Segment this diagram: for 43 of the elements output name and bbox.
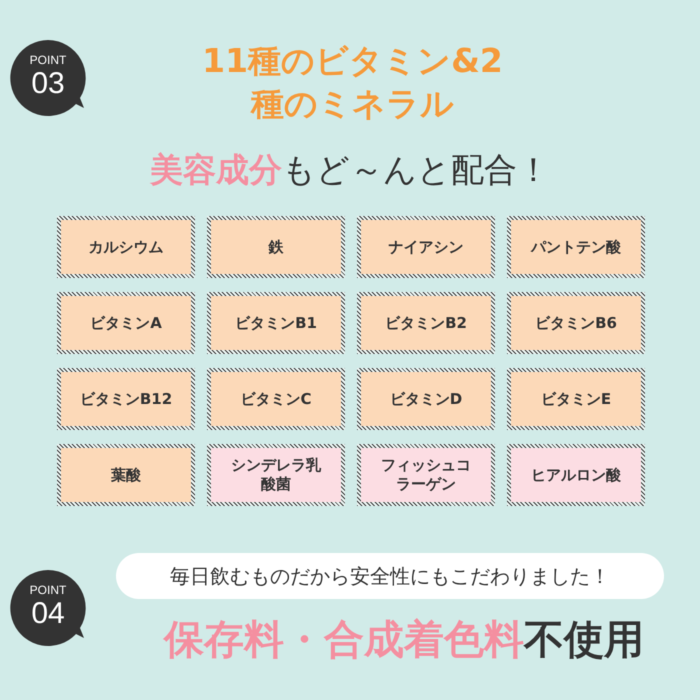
- ingredient-name: ビタミンB12: [80, 390, 172, 408]
- ingredient-box: [207, 292, 345, 354]
- ingredient-box: [357, 368, 495, 430]
- ingredient-name: ビタミンD: [390, 390, 462, 408]
- ingredient-box: [507, 368, 645, 430]
- ingredient-box: [507, 216, 645, 278]
- badge-caption: POINT: [28, 53, 68, 67]
- ingredient-name: ナイアシン: [388, 238, 464, 256]
- headline: 保存料・合成着色料不使用: [162, 616, 645, 665]
- ingredient-box: [507, 292, 645, 354]
- message-pill: [116, 553, 664, 599]
- badge-number: 04: [30, 597, 66, 631]
- ingredient-box: [357, 444, 495, 506]
- ingredient-name: 鉄: [268, 238, 284, 256]
- ingredient-box: [507, 444, 645, 506]
- ingredient-box: [57, 368, 195, 430]
- message-text: 毎日飲むものだから安全性にもこだわりました！: [170, 562, 610, 590]
- ingredient-name: ビタミンE: [540, 390, 612, 408]
- ingredient-box: [207, 368, 345, 430]
- ingredient-box: [57, 216, 195, 278]
- ingredient-name: ビタミンB1: [235, 314, 317, 332]
- ingredient-box: [357, 292, 495, 354]
- speech-bubble-badge: [10, 570, 86, 646]
- title: 11種のビタミン&2種のミネラル: [201, 40, 504, 125]
- ingredient-box: [357, 216, 495, 278]
- ingredient-name: パントテン酸: [531, 238, 621, 256]
- subtitle: 美容成分もど～んと配合！: [148, 149, 551, 191]
- ingredient-name: ビタミンC: [240, 390, 312, 408]
- ingredient-box: [207, 216, 345, 278]
- ingredient-name: カルシウム: [88, 238, 164, 256]
- ingredient-name: ビタミンB6: [535, 314, 617, 332]
- speech-bubble-badge: [10, 40, 86, 116]
- ingredient-name: ヒアルロン酸: [531, 466, 621, 484]
- ingredient-box: [207, 444, 345, 506]
- ingredient-name: シンデレラ乳酸菌: [230, 456, 322, 494]
- ingredient-box: [57, 444, 195, 506]
- ingredient-name: フィッシュコラーゲン: [380, 456, 472, 494]
- badge-caption: POINT: [28, 583, 68, 597]
- ingredient-name: 葉酸: [111, 466, 141, 484]
- ingredient-name: ビタミンB2: [385, 314, 467, 332]
- ingredient-name: ビタミンA: [90, 314, 162, 332]
- ingredient-box: [57, 292, 195, 354]
- badge-number: 03: [30, 67, 66, 101]
